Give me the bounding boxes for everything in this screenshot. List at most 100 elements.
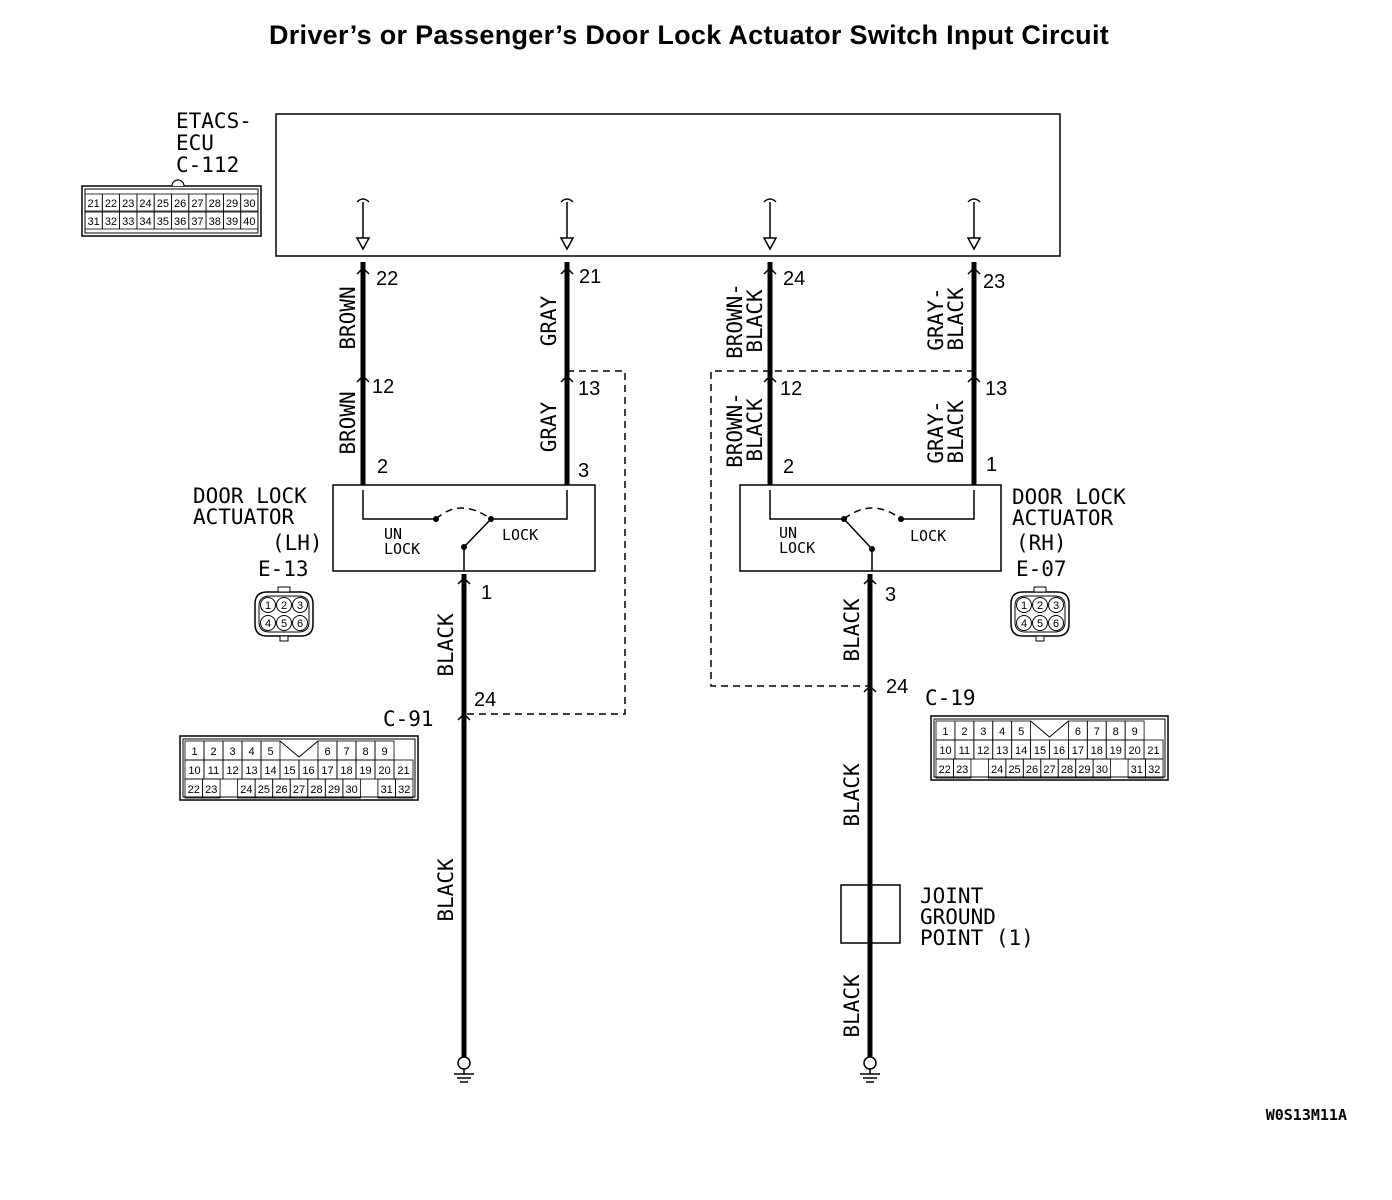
svg-text:BLACK: BLACK xyxy=(840,598,864,662)
wire-label-grayblack-upper: GRAY- BLACK xyxy=(924,287,968,351)
svg-text:BLACK: BLACK xyxy=(743,289,767,353)
c19-pin-17: 17 xyxy=(1072,745,1084,757)
svg-text:BROWN-: BROWN- xyxy=(723,283,747,359)
c19-pin-13: 13 xyxy=(996,745,1008,757)
ecu-pin-21: 21 xyxy=(88,198,100,210)
act-lh-pin-4: 4 xyxy=(265,618,271,630)
c91-pin-5: 5 xyxy=(267,746,273,758)
ecu-input-arrow-1 xyxy=(559,198,575,251)
wire-label-black-lh-1: BLACK xyxy=(434,613,458,677)
ecu-pin-35: 35 xyxy=(157,216,169,228)
svg-text:BLACK: BLACK xyxy=(743,398,767,462)
ecu-pin-28: 28 xyxy=(209,198,221,210)
rh-inline-pin: 24 xyxy=(886,676,908,698)
ecu-pin-36: 36 xyxy=(174,216,186,228)
ecu-pin-25: 25 xyxy=(157,198,169,210)
c91-pin-11: 11 xyxy=(208,765,219,777)
junction-terminal-lh-brown: 12 xyxy=(372,376,394,398)
c19-pin-5: 5 xyxy=(1018,726,1024,738)
lh-inline-pin: 24 xyxy=(474,689,496,711)
c91-pin-1: 1 xyxy=(191,746,197,758)
diagram-title: Driver’s or Passenger’s Door Lock Actuat… xyxy=(269,20,1109,50)
c19-pin-31: 31 xyxy=(1131,764,1143,776)
ecu-pin-38: 38 xyxy=(209,216,221,228)
c91-pin-7: 7 xyxy=(343,746,349,758)
c91-pin-31: 31 xyxy=(381,784,393,796)
ecu-pin-27: 27 xyxy=(191,198,203,210)
ecu-input-arrow-0 xyxy=(355,198,371,251)
svg-text:GRAY-: GRAY- xyxy=(924,400,948,463)
c91-pin-27: 27 xyxy=(293,784,305,796)
c19-pin-29: 29 xyxy=(1078,764,1090,776)
lh-unlock-label-1: UN xyxy=(384,525,402,543)
c91-pin-25: 25 xyxy=(258,784,270,796)
ecu-pin-23: 23 xyxy=(122,198,134,210)
lh-pin-top-left: 2 xyxy=(377,456,388,478)
svg-text:BLACK: BLACK xyxy=(944,400,968,464)
svg-text:BROWN-: BROWN- xyxy=(723,392,747,468)
c19-pin-20: 20 xyxy=(1129,745,1141,757)
lh-actuator-label-line1: DOOR LOCK xyxy=(193,484,307,508)
ecu-input-arrow-3 xyxy=(966,198,982,251)
c19-pin-15: 15 xyxy=(1034,745,1046,757)
c91-pin-28: 28 xyxy=(310,784,322,796)
ecu-pin-32: 32 xyxy=(105,216,117,228)
lh-harness-dashed-outline xyxy=(466,370,626,715)
act-lh-pin-3: 3 xyxy=(297,600,303,612)
rh-actuator-side: (RH) xyxy=(1016,531,1067,555)
svg-text:GRAY: GRAY xyxy=(537,401,561,452)
ecu-terminal-23: 23 xyxy=(983,271,1005,293)
c91-pin-32: 32 xyxy=(398,784,410,796)
wire-label-black-lh-2: BLACK xyxy=(434,858,458,922)
c91-pin-21: 21 xyxy=(397,765,409,777)
svg-text:BROWN: BROWN xyxy=(336,286,360,349)
junction-terminal-lh-gray: 13 xyxy=(578,378,600,400)
c19-pin-10: 10 xyxy=(939,745,951,757)
svg-text:BLACK: BLACK xyxy=(944,287,968,351)
c91-pin-24: 24 xyxy=(240,784,252,796)
ecu-pin-34: 34 xyxy=(139,216,151,228)
ecu-pin-24: 24 xyxy=(139,198,151,210)
c91-pin-16: 16 xyxy=(302,765,314,777)
svg-text:BLACK: BLACK xyxy=(434,613,458,677)
c91-pin-30: 30 xyxy=(345,784,357,796)
c19-pin-22: 22 xyxy=(939,764,951,776)
c91-pin-15: 15 xyxy=(283,765,295,777)
c19-pin-25: 25 xyxy=(1008,764,1020,776)
c91-pin-12: 12 xyxy=(226,765,238,777)
c19-pin-21: 21 xyxy=(1147,745,1159,757)
ecu-pin-22: 22 xyxy=(105,198,117,210)
c91-pin-13: 13 xyxy=(245,765,257,777)
c91-pin-9: 9 xyxy=(381,746,387,758)
ecu-pin-37: 37 xyxy=(191,216,203,228)
lh-inline-connector-code: C-91 xyxy=(383,707,434,731)
joint-ground-label-1: JOINT xyxy=(920,884,984,908)
lh-unlock-label-2: LOCK xyxy=(384,540,420,558)
connector-chevron-3 xyxy=(967,266,981,275)
act-lh-pin-1: 1 xyxy=(265,600,271,612)
c19-pin-7: 7 xyxy=(1094,726,1100,738)
ecu-connector-code: C-112 xyxy=(176,153,239,177)
c91-pin-29: 29 xyxy=(328,784,340,796)
svg-text:BLACK: BLACK xyxy=(434,858,458,922)
ecu-pin-29: 29 xyxy=(226,198,238,210)
lh-lock-label: LOCK xyxy=(502,526,538,544)
wire-label-gray-lower: GRAY xyxy=(537,401,561,452)
wire-label-black-rh-1: BLACK xyxy=(840,598,864,662)
c19-pin-30: 30 xyxy=(1096,764,1108,776)
rh-pin-top-right: 1 xyxy=(986,454,997,476)
c91-pin-2: 2 xyxy=(210,746,216,758)
joint-ground-label-3: POINT (1) xyxy=(920,926,1034,950)
lh-actuator-side: (LH) xyxy=(272,531,323,555)
svg-text:BLACK: BLACK xyxy=(840,974,864,1038)
ecu-pin-26: 26 xyxy=(174,198,186,210)
svg-text:GRAY-: GRAY- xyxy=(924,287,948,350)
c19-pin-8: 8 xyxy=(1113,726,1119,738)
c19-pin-2: 2 xyxy=(961,726,967,738)
connector-chevron-5 xyxy=(560,374,574,383)
